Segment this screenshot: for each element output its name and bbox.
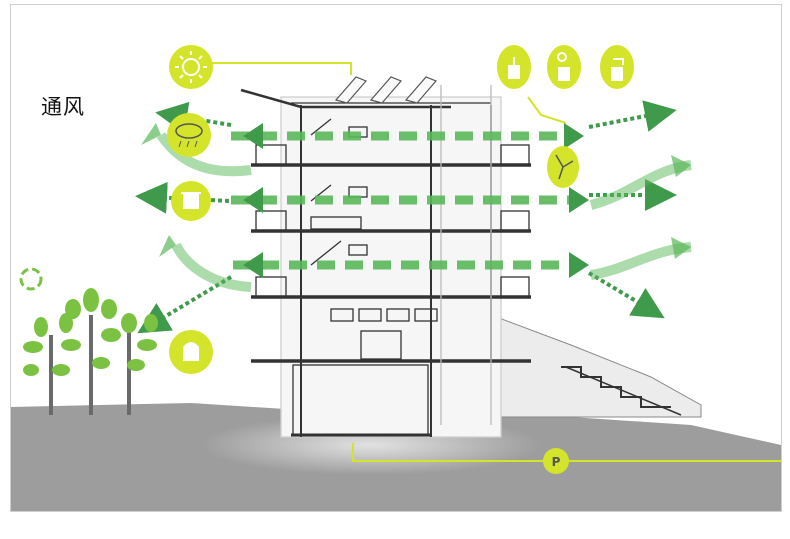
diagram-frame: P 通风 — [10, 4, 782, 512]
building-section-diagram: P — [11, 45, 781, 511]
page-title: 通风 — [41, 95, 85, 119]
water-tank-icon — [171, 181, 211, 221]
parking-label: P — [552, 455, 561, 469]
callout-lines — [209, 62, 781, 462]
tap-icon — [547, 45, 581, 89]
parking-icon: P — [543, 448, 569, 474]
sun-icon — [169, 45, 213, 89]
wind-turbine-icon — [547, 146, 579, 188]
storage-tank-icon — [169, 330, 213, 374]
airflow-arrows — [135, 100, 692, 334]
trees — [23, 288, 158, 415]
terrace-slope — [490, 314, 702, 418]
faucet-icon — [600, 45, 634, 89]
building-section — [240, 85, 531, 438]
recycle-icon — [19, 267, 43, 291]
solar-panels — [334, 76, 438, 104]
cylinder-icon — [497, 45, 531, 89]
rain-cloud-icon — [167, 113, 211, 157]
